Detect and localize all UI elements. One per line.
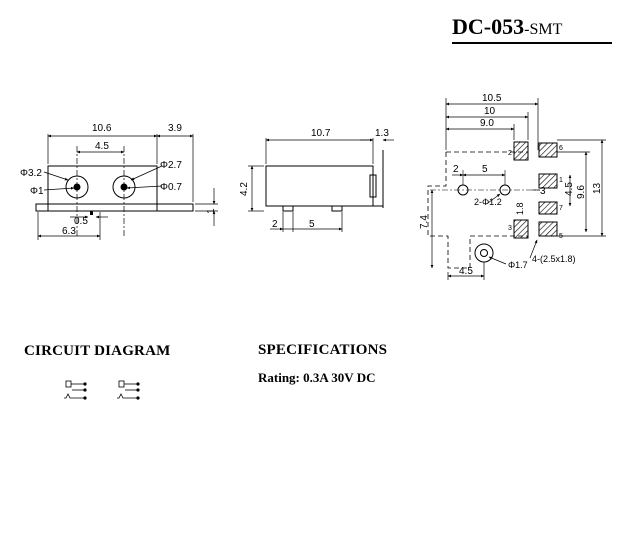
dim-pcb-13: 13 [592, 182, 603, 194]
dim-pcb-width: 10.5 [482, 93, 502, 104]
dim-pcb-9-6: 9.6 [576, 185, 587, 199]
dim-pcb-1-8: 1.8 [515, 202, 525, 215]
dim-pcb-pad-size: 4-(2.5x1.8) [532, 254, 576, 264]
part-number: DC-053 [452, 14, 525, 39]
pad-5 [538, 221, 558, 237]
pin-label-6: 6 [559, 145, 563, 152]
front-view-labels: 10.6 3.9 4.5 Φ3.2 Φ1 Φ2.7 Φ0.7 0.5 6.3 1 [20, 123, 217, 237]
dim-jack-outer-dia: Φ3.2 [20, 168, 42, 179]
pad-7 [538, 201, 558, 215]
pin-label-3: 3 [508, 225, 512, 232]
dim-jack2-outer-dia: Φ2.7 [160, 160, 182, 171]
pin-label-7: 7 [559, 205, 563, 212]
dim-pcb-4-5: 4.5 [564, 182, 575, 196]
pin-label-5: 5 [559, 233, 563, 240]
dim-pcb-hole-dia: 2-Φ1.2 [474, 197, 502, 207]
dim-side-foot: 2 [272, 219, 278, 230]
side-view-labels: 10.7 1.3 4.2 2 5 [239, 128, 389, 230]
dim-thickness: 1 [206, 208, 217, 214]
side-tab [369, 174, 377, 198]
dim-jack-pin-dia: Φ1 [30, 186, 44, 197]
dim-front-depth: 3.9 [168, 123, 182, 134]
rating-text: Rating: 0.3A 30V DC [258, 370, 376, 385]
specifications-heading: SPECIFICATIONS [258, 342, 388, 358]
dim-side-pitch: 5 [309, 219, 315, 230]
dim-pcb-10: 10 [484, 106, 496, 117]
dim-offset: 0.5 [74, 216, 88, 227]
pad-1 [538, 173, 558, 189]
circuit-symbol-left [64, 380, 87, 400]
circuit-symbol-right [117, 380, 140, 400]
pcb-layout-labels: 10.5 10 9.0 2 5 2-Φ1.2 3 4.5 9.6 13 1.8 … [419, 93, 603, 277]
pcb-layout [427, 98, 606, 280]
dim-pcb-9: 9.0 [480, 118, 494, 129]
dim-pcb-post-dia: Φ1.7 [508, 260, 528, 270]
dim-pcb-hole-offset: 2 [453, 164, 459, 175]
dim-jack-pitch: 4.5 [95, 141, 109, 152]
circuit-symbols [64, 380, 140, 400]
part-title: DC-053-SMT [452, 14, 612, 44]
front-flange [35, 203, 194, 212]
dim-side-tab: 1.3 [375, 128, 389, 139]
dim-pcb-7-4: 7.4 [419, 215, 430, 229]
pad-3 [513, 219, 529, 239]
front-view [35, 134, 218, 240]
dim-pcb-3: 3 [540, 186, 546, 197]
pin-label-2: 2 [508, 150, 512, 157]
pcb-pin-labels: 2 6 1 3 7 5 [508, 145, 563, 240]
side-view [248, 138, 394, 232]
dim-pcb-bottom: 4.5 [459, 266, 473, 277]
side-foot-right [331, 205, 343, 212]
side-body [265, 165, 374, 207]
dim-side-length: 10.7 [311, 128, 331, 139]
pad-2 [513, 141, 529, 161]
dim-front-width: 10.6 [92, 123, 112, 134]
dim-jack2-pin-dia: Φ0.7 [160, 182, 182, 193]
pad-6 [538, 142, 558, 158]
dim-pcb-hole-pitch: 5 [482, 164, 488, 175]
side-foot-left [282, 205, 294, 212]
pin-label-1: 1 [559, 177, 563, 184]
part-suffix: -SMT [524, 21, 563, 38]
dim-side-height: 4.2 [239, 182, 250, 196]
circuit-diagram-heading: CIRCUIT DIAGRAM [24, 343, 171, 359]
dim-base: 6.3 [62, 226, 76, 237]
